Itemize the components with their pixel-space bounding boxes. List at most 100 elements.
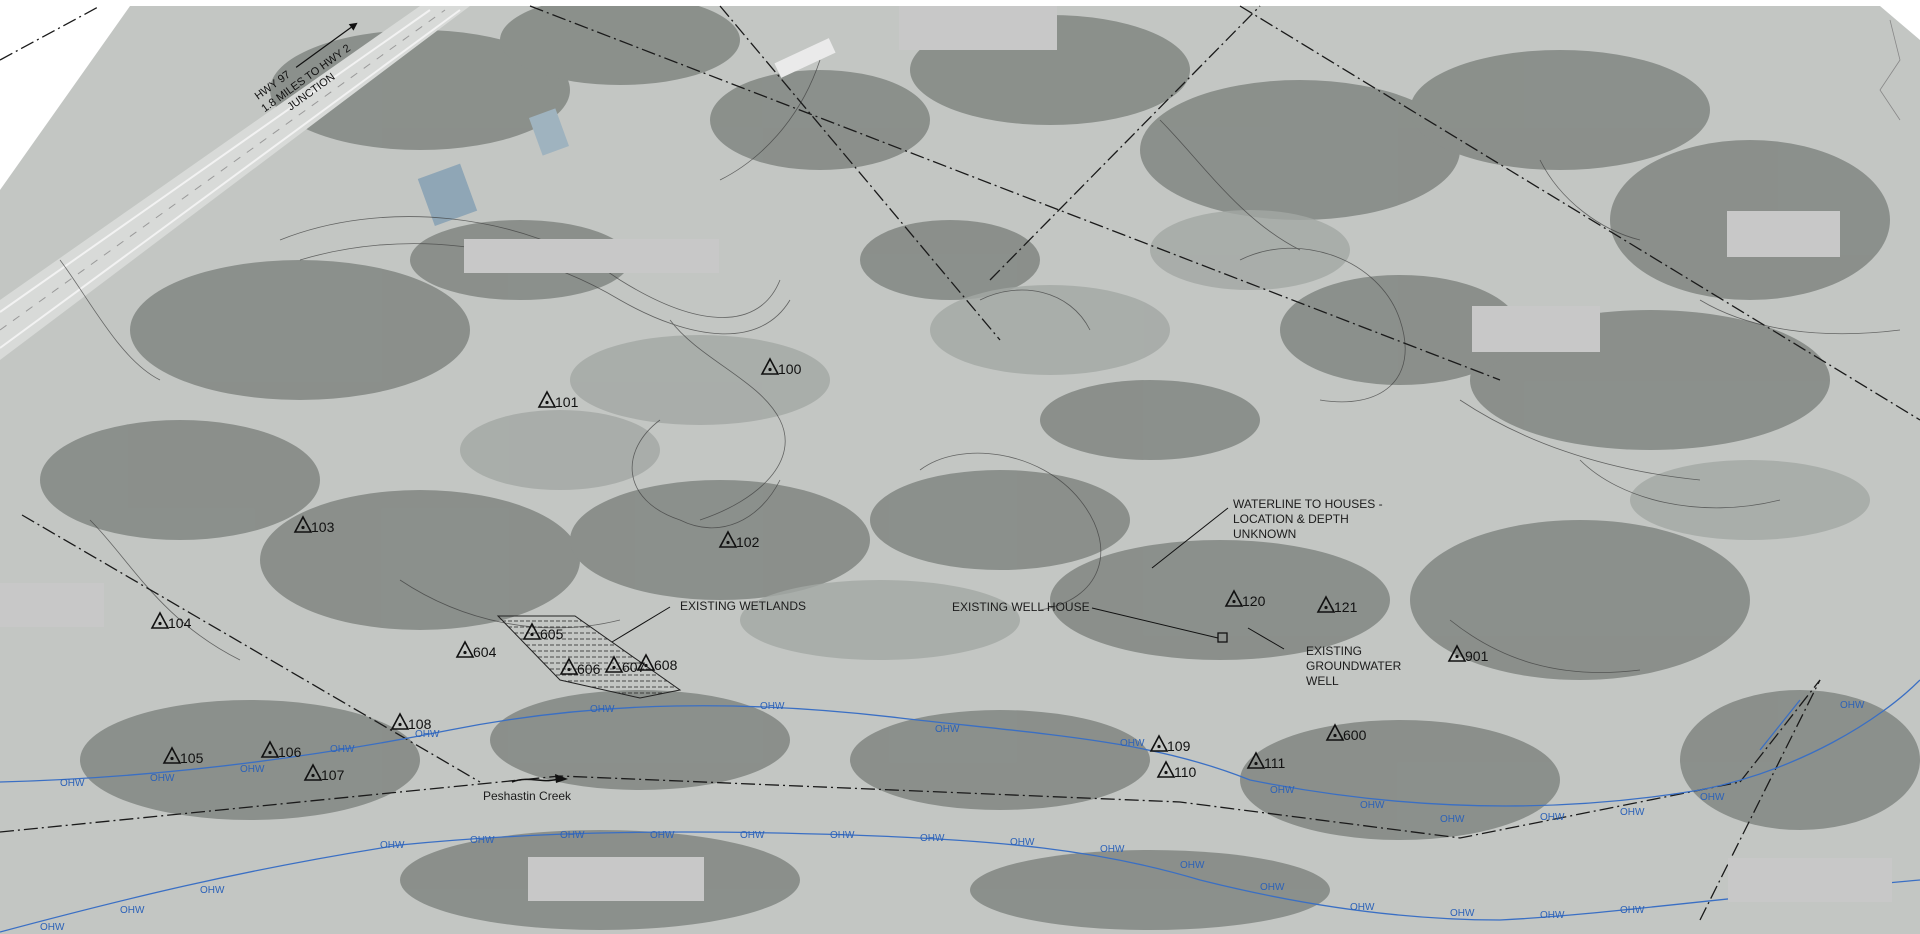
svg-text:WELL: WELL [1306,674,1339,688]
svg-text:OHW: OHW [1180,860,1205,871]
triangle-marker-icon [1325,723,1345,741]
svg-text:OHW: OHW [1450,908,1475,919]
svg-text:OHW: OHW [1100,844,1125,855]
triangle-marker-icon [150,611,170,629]
svg-text:WATERLINE TO HOUSES -: WATERLINE TO HOUSES - [1233,497,1383,511]
survey-point-111: 111 [1246,751,1285,771]
svg-text:EXISTING: EXISTING [1306,644,1362,658]
svg-text:GROUNDWATER: GROUNDWATER [1306,659,1402,673]
waterline-note: WATERLINE TO HOUSES - LOCATION & DEPTH U… [1151,497,1383,569]
triangle-marker-icon [260,740,280,758]
triangle-marker-icon [293,515,313,533]
groundwater-well: EXISTING GROUNDWATER WELL [1247,627,1402,688]
triangle-marker-icon [1224,589,1244,607]
survey-point-101: 101 [537,390,579,410]
svg-text:OHW: OHW [920,833,945,844]
svg-text:OHW: OHW [650,830,675,841]
redaction-boxes [0,6,1892,902]
map-border-edge [1879,19,1901,121]
svg-text:OHW: OHW [760,701,785,712]
survey-point-109: 109 [1149,734,1191,754]
svg-text:OHW: OHW [1120,738,1145,749]
wetlands-label: EXISTING WETLANDS [680,599,806,613]
survey-point-label: 606 [577,661,601,677]
svg-text:OHW: OHW [830,830,855,841]
survey-point-label: 607 [622,659,646,675]
triangle-marker-icon [604,655,624,673]
survey-point-606: 606 [559,657,601,677]
ohw-labels: OHW OHW OHW OHW OHW OHW OHW OHW OHW OHW … [40,700,1865,933]
survey-point-label: 104 [168,615,192,631]
triangle-marker-icon [559,657,579,675]
redaction-box [528,857,704,901]
survey-point-label: 102 [736,534,760,550]
survey-point-120: 120 [1224,589,1266,609]
redaction-box [464,239,719,273]
triangle-marker-icon [1316,595,1336,613]
survey-point-607: 607 [604,655,646,675]
svg-text:OHW: OHW [1270,785,1295,796]
redaction-box [0,583,104,627]
survey-point-label: 106 [278,744,302,760]
survey-point-label: 120 [1242,593,1266,609]
well-house: EXISTING WELL HOUSE [952,600,1228,643]
svg-text:OHW: OHW [590,704,615,715]
triangle-marker-icon [537,390,557,408]
survey-point-105: 105 [162,746,204,766]
survey-point-608: 608 [636,653,678,673]
survey-point-108: 108 [390,712,432,732]
svg-text:OHW: OHW [740,830,765,841]
svg-text:OHW: OHW [1010,837,1035,848]
survey-point-label: 100 [778,361,802,377]
triangle-marker-icon [1447,644,1467,662]
redaction-box [899,6,1057,50]
svg-text:OHW: OHW [1840,700,1865,711]
triangle-marker-icon [760,357,780,375]
svg-text:OHW: OHW [470,835,495,846]
survey-point-label: 108 [408,716,432,732]
survey-point-label: 110 [1174,764,1197,780]
svg-text:OHW: OHW [150,773,175,784]
survey-point-121: 121 [1316,595,1358,615]
svg-text:OHW: OHW [560,830,585,841]
triangle-marker-icon [636,653,656,671]
svg-text:OHW: OHW [1440,814,1465,825]
survey-point-107: 107 [303,763,345,783]
redaction-box [1727,211,1840,257]
survey-point-label: 107 [321,767,345,783]
triangle-marker-icon [303,763,323,781]
creek-label: Peshastin Creek [483,774,572,803]
survey-point-label: 111 [1264,755,1285,771]
arrow-icon [295,26,352,68]
svg-text:OHW: OHW [240,764,265,775]
triangle-marker-icon [718,530,738,548]
survey-point-604: 604 [455,640,497,660]
wetlands-area: EXISTING WETLANDS [496,599,806,699]
survey-point-label: 105 [180,750,204,766]
property-boundary-lines [0,5,1920,921]
svg-text:OHW: OHW [380,840,405,851]
well-house-label: EXISTING WELL HOUSE [952,600,1090,614]
triangle-marker-icon [522,622,542,640]
svg-text:OHW: OHW [1260,882,1285,893]
triangle-marker-icon [455,640,475,658]
redaction-box [1728,858,1892,902]
svg-text:OHW: OHW [1540,910,1565,921]
well-house-icon [1217,632,1228,643]
triangle-marker-icon [162,746,182,764]
svg-text:OHW: OHW [1540,812,1565,823]
triangle-marker-icon [390,712,410,730]
svg-text:OHW: OHW [1620,905,1645,916]
svg-text:OHW: OHW [60,778,85,789]
arrow-head-icon [348,22,358,31]
svg-text:UNKNOWN: UNKNOWN [1233,527,1296,541]
survey-point-label: 608 [654,657,678,673]
triangle-marker-icon [1149,734,1169,752]
survey-point-label: 121 [1334,599,1358,615]
survey-point-901: 901 [1447,644,1489,664]
survey-point-label: 600 [1343,727,1367,743]
svg-text:LOCATION & DEPTH: LOCATION & DEPTH [1233,512,1349,526]
